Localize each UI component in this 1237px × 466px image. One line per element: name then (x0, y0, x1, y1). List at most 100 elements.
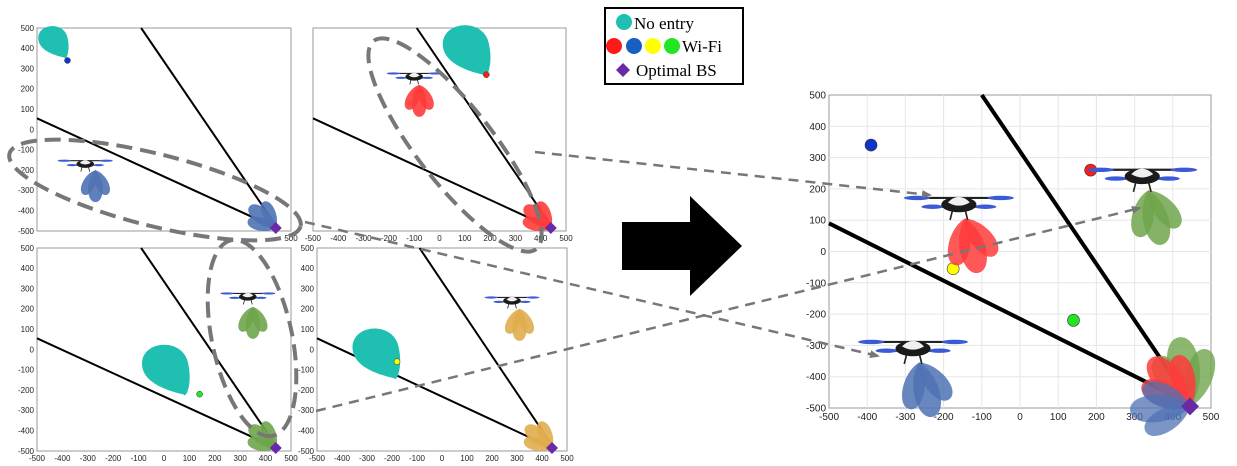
y-tick-label: 400 (21, 44, 35, 53)
y-tick-label: -500 (18, 227, 35, 236)
x-tick-label: -100 (131, 454, 148, 463)
wifi-green-legend-icon (664, 38, 680, 54)
x-tick-label: 300 (509, 234, 523, 243)
x-tick-label: 200 (485, 454, 499, 463)
x-tick-label: 300 (234, 454, 248, 463)
y-tick-label: -200 (806, 310, 826, 321)
wifi-red-legend-icon (606, 38, 622, 54)
y-tick-label: 100 (21, 325, 35, 334)
x-tick-label: 200 (1088, 412, 1105, 423)
wifi-ap-dot (196, 390, 203, 398)
y-tick-label: 200 (301, 305, 315, 314)
x-tick-label: 0 (437, 234, 442, 243)
x-tick-label: 500 (559, 234, 573, 243)
drone-beam (901, 362, 953, 418)
y-tick-label: -400 (18, 427, 35, 436)
boundary-line (36, 117, 279, 230)
bs-legend-icon (616, 63, 630, 77)
y-tick-label: 300 (301, 284, 315, 293)
wifi-ap-dot (1067, 314, 1080, 327)
boundary-line (828, 221, 1193, 407)
y-tick-label: -100 (806, 278, 826, 289)
base-station-icon (269, 221, 282, 234)
y-tick-label: -200 (298, 386, 315, 395)
y-tick-label: -300 (298, 406, 315, 415)
y-tick-label: 0 (820, 247, 826, 258)
y-tick-label: -500 (18, 447, 35, 456)
beam-lobe (1169, 355, 1196, 407)
boundary-line (312, 117, 554, 230)
arrow-red-to-combined (534, 150, 932, 199)
wifi-ap-dot (393, 358, 401, 365)
plot-frame (312, 27, 567, 232)
arrow-blue-to-combined (304, 220, 880, 359)
drone-beam (80, 170, 110, 203)
no-entry-zone (142, 344, 190, 396)
y-tick-label: 200 (21, 85, 35, 94)
bs-beam-blue (1130, 381, 1190, 437)
beam-lobe (1131, 190, 1155, 238)
legend-no-entry-label: No entry (634, 14, 694, 33)
y-tick-label: 0 (30, 345, 35, 354)
x-tick-label: 200 (483, 234, 497, 243)
mapping-arrows (304, 150, 1142, 413)
bs-beam (247, 201, 278, 232)
x-tick-label: 500 (284, 234, 298, 243)
y-tick-label: -500 (806, 404, 826, 415)
grouping-ellipse-green (205, 237, 299, 439)
grouping-ellipse-blue (7, 137, 303, 243)
x-tick-label: 100 (183, 454, 197, 463)
big-right-arrow-icon (622, 196, 742, 296)
beam-lobe (536, 421, 554, 448)
legend: No entry Wi-Fi Optimal BS (604, 7, 744, 85)
boundary-line (140, 27, 280, 230)
x-tick-label: -300 (359, 454, 376, 463)
base-station-icon (544, 221, 557, 234)
y-tick-label: 100 (809, 216, 826, 227)
y-tick-label: -100 (18, 366, 35, 375)
x-tick-label: 500 (560, 454, 574, 463)
drone-beam (947, 218, 999, 274)
y-tick-label: -400 (298, 427, 315, 436)
x-tick-label: 200 (208, 454, 222, 463)
wifi-ap-dot (483, 71, 490, 78)
y-tick-label: -300 (806, 341, 826, 352)
x-tick-label: -300 (895, 412, 915, 423)
beam-lobe (901, 362, 925, 410)
beam-lobe (535, 201, 553, 228)
y-tick-label: 400 (301, 264, 315, 273)
y-tick-label: 200 (809, 184, 826, 195)
beam-lobe (80, 170, 97, 196)
x-tick-label: -500 (29, 454, 46, 463)
x-tick-label: 500 (1203, 412, 1220, 423)
y-tick-label: 300 (21, 284, 35, 293)
no-entry-zone (38, 26, 69, 59)
x-tick-label: -200 (381, 234, 398, 243)
boundary-line (140, 247, 280, 450)
wifi-yellow-legend-icon (645, 38, 661, 54)
y-tick-label: -400 (18, 207, 35, 216)
drone-beam (504, 308, 535, 341)
y-tick-label: 200 (21, 305, 35, 314)
beam-lobe (504, 308, 521, 334)
x-tick-label: -400 (857, 412, 877, 423)
beam-lobe (260, 201, 278, 228)
y-tick-label: -400 (806, 372, 826, 383)
y-tick-label: 0 (310, 345, 315, 354)
wifi-ap-dot (864, 138, 878, 152)
y-tick-label: -500 (298, 447, 315, 456)
drone-beam (238, 306, 268, 339)
x-tick-label: -400 (330, 234, 347, 243)
beam-lobe (238, 306, 255, 332)
y-tick-label: 400 (21, 264, 35, 273)
no-entry-zone (352, 328, 401, 380)
y-tick-label: 100 (301, 325, 315, 334)
x-tick-label: 300 (510, 454, 524, 463)
y-tick-label: -200 (18, 166, 35, 175)
base-station-icon (546, 441, 558, 454)
y-tick-label: 500 (809, 91, 826, 102)
